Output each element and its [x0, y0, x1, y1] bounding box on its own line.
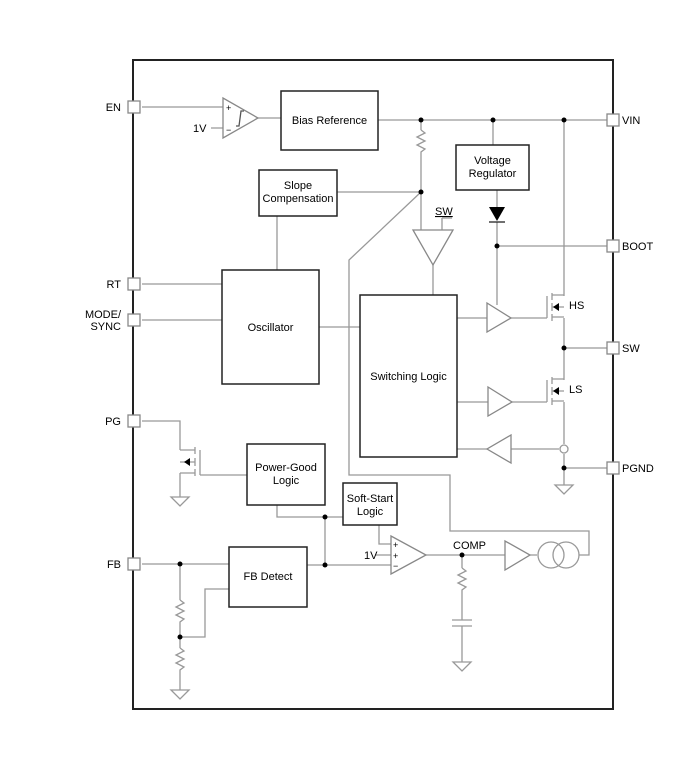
junctions — [177, 117, 567, 640]
en-reference-label: 1V — [193, 123, 207, 135]
slope-comp-label-1: Slope — [284, 180, 312, 192]
resistors — [174, 129, 472, 673]
pin-rt[interactable] — [127, 277, 141, 291]
buffer — [504, 539, 532, 572]
slope-compensation-block — [258, 169, 338, 217]
ls-driver — [487, 385, 514, 418]
pin-boot[interactable] — [606, 239, 620, 253]
slope-comp-label-2: Compensation — [263, 193, 334, 205]
pin-sync-label: SYNC — [90, 321, 121, 333]
pin-pgnd-label: PGND — [622, 463, 654, 475]
resistor-fb-bottom — [174, 647, 186, 673]
en-minus-label: − — [226, 125, 231, 135]
hs-label: HS — [569, 300, 584, 312]
amp-plus-1: + — [393, 540, 398, 550]
power-good-label-2: Logic — [273, 475, 300, 487]
ic-outline — [132, 59, 614, 710]
switching-logic-label: Switching Logic — [370, 371, 447, 383]
pin-pg-label: PG — [105, 416, 121, 428]
pin-rt-label: RT — [107, 279, 122, 291]
amp-plus-2: + — [393, 551, 398, 561]
current-sense-amp — [411, 229, 455, 267]
pin-vin[interactable] — [606, 113, 620, 127]
comp-label: COMP — [453, 540, 486, 552]
pin-pg[interactable] — [127, 414, 141, 428]
capacitor-comp — [452, 619, 472, 627]
pin-boot-label: BOOT — [622, 241, 653, 253]
switching-logic-block — [359, 294, 458, 458]
pin-sw[interactable] — [606, 341, 620, 355]
diode-icon — [489, 207, 505, 221]
voltage-regulator-block — [455, 144, 530, 191]
fb-detect-label: FB Detect — [244, 571, 293, 583]
amp-reference-label: 1V — [364, 550, 378, 562]
soft-start-label-1: Soft-Start — [347, 493, 393, 505]
oscillator-block — [221, 269, 320, 385]
current-sense-icon — [559, 444, 569, 454]
resistor-bias — [415, 129, 427, 155]
bias-reference-block — [280, 90, 379, 151]
voltage-reg-label-2: Regulator — [469, 168, 517, 180]
soft-start-logic-block — [342, 482, 398, 526]
fb-detect-block — [228, 546, 308, 608]
pin-pgnd[interactable] — [606, 461, 620, 475]
pins — [127, 100, 620, 571]
pin-mode-sync[interactable] — [127, 313, 141, 327]
power-good-logic-block — [246, 443, 326, 506]
amp-minus: − — [393, 561, 398, 571]
zero-cross-comparator — [485, 433, 512, 465]
hs-driver — [486, 301, 513, 334]
soft-start-label-2: Logic — [357, 506, 384, 518]
amplifiers — [222, 96, 532, 576]
pin-vin-label: VIN — [622, 115, 640, 127]
pin-en-label: EN — [106, 102, 121, 114]
bias-reference-label: Bias Reference — [292, 115, 367, 127]
error-amplifier — [390, 534, 428, 576]
resistor-fb-top — [174, 599, 186, 625]
ls-label: LS — [569, 384, 582, 396]
resistor-comp — [456, 567, 468, 592]
pin-sw-label: SW — [622, 343, 640, 355]
current-source-icon — [537, 541, 565, 569]
sw-sense-label: SW — [435, 206, 453, 218]
oscillator-label: Oscillator — [248, 322, 294, 334]
pin-mode-label: MODE/ — [85, 309, 122, 321]
pin-en[interactable] — [127, 100, 141, 114]
voltage-reg-label-1: Voltage — [474, 155, 511, 167]
power-good-label-1: Power-Good — [255, 462, 317, 474]
en-plus-label: + — [226, 103, 231, 113]
pin-fb-label: FB — [107, 559, 121, 571]
mosfets — [180, 293, 564, 476]
ground-icons — [169, 484, 575, 700]
pin-fb[interactable] — [127, 557, 141, 571]
